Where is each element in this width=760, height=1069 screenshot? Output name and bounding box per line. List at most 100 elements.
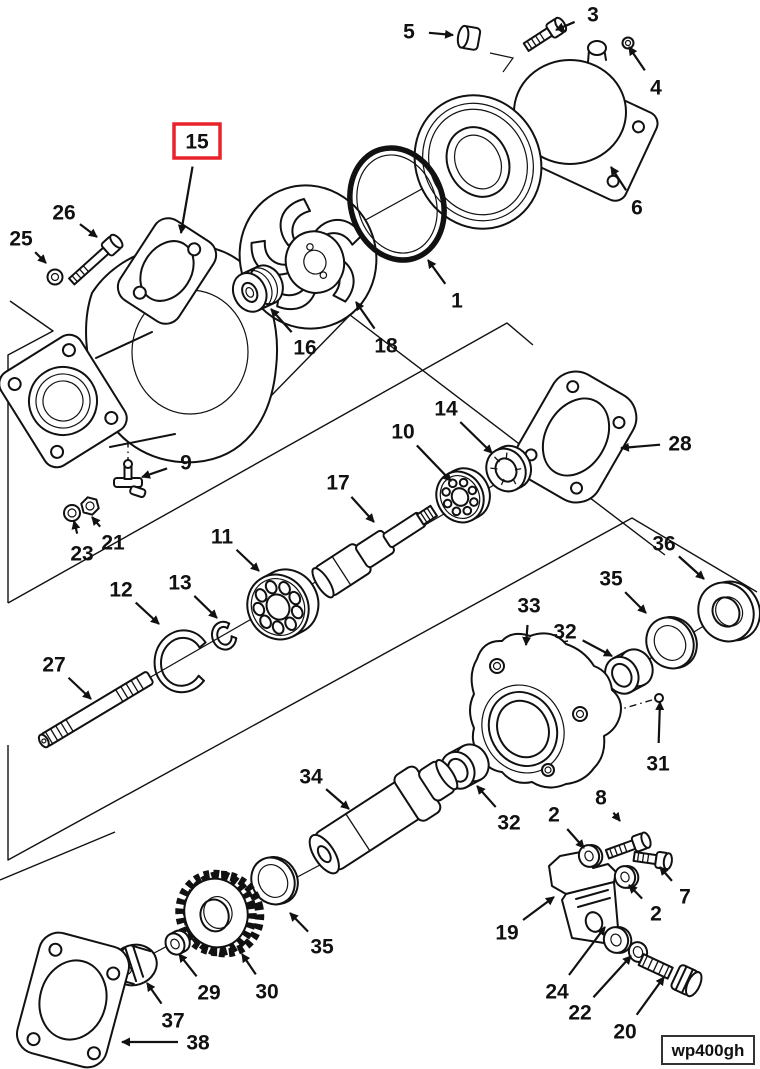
ball-dash-line: [597, 699, 653, 717]
callout-arrow-3: [555, 20, 576, 32]
callout-arrow-16: [270, 308, 293, 333]
callout-arrow-34: [325, 788, 350, 810]
callout-label-7: 7: [679, 886, 691, 909]
callout-label-28: 28: [668, 433, 692, 456]
part-3-bolt: [522, 16, 568, 52]
part-5-plug: [456, 24, 482, 51]
part-30-gear: [175, 869, 265, 958]
part-8-bolt: [604, 831, 652, 860]
callout-arrow-13: [193, 595, 218, 619]
figure-code: wp400gh: [661, 1035, 755, 1065]
centerlines: [44, 52, 736, 1004]
part-24-washer: [602, 926, 633, 954]
callout-arrow-32b: [476, 785, 497, 808]
callout-label-8: 8: [595, 787, 607, 810]
highlight-box-15: [172, 122, 222, 160]
callout-label-10: 10: [391, 421, 414, 444]
callout-label-18: 18: [374, 335, 398, 358]
callout-arrow-25: [34, 251, 47, 264]
callout-arrow-37: [146, 982, 163, 1005]
part-12-snap-ring: [153, 629, 207, 694]
callout-arrow-8: [611, 811, 621, 822]
callout-label-38: 38: [186, 1032, 210, 1055]
callout-arrow-36: [678, 555, 705, 580]
callout-label-20: 20: [613, 1021, 636, 1044]
part-10-bearing: [435, 467, 491, 524]
callout-label-33: 33: [517, 595, 540, 618]
callout-arrow-4: [628, 46, 646, 72]
callout-label-16: 16: [293, 337, 316, 360]
callout-arrow-20: [635, 976, 665, 1016]
callout-label-37: 37: [161, 1010, 184, 1033]
callout-label-22: 22: [568, 1002, 591, 1025]
part-27-shaft: [37, 671, 154, 749]
callout-arrow-7: [659, 866, 673, 882]
part-2-washer-lower: [613, 865, 640, 889]
callout-label-19: 19: [495, 922, 518, 945]
callout-arrow-12: [134, 601, 160, 625]
part-9-fitting: [113, 459, 147, 499]
part-14-seal: [485, 444, 532, 493]
part-6-outlet-elbow: [413, 40, 659, 230]
callout-arrow-10: [416, 444, 452, 482]
callout-arrow-33: [522, 624, 532, 646]
callout-label-34: 34: [299, 766, 323, 789]
callout-arrow-17: [350, 496, 375, 523]
callout-label-31: 31: [646, 753, 670, 776]
part-26-bolt: [68, 233, 124, 286]
callout-label-26: 26: [52, 202, 75, 225]
callout-arrow-29: [178, 953, 198, 977]
callout-arrow-19: [522, 896, 555, 921]
callout-arrow-23: [71, 520, 81, 534]
callout-arrow-21: [91, 516, 101, 528]
outlet-hub: [413, 94, 543, 230]
callout-arrow-31: [655, 701, 665, 744]
callout-label-13: 13: [168, 572, 191, 595]
part-34-shaft: [308, 758, 459, 875]
callout-label-32b: 32: [497, 812, 520, 835]
callout-label-3: 3: [587, 4, 599, 27]
part-31-ball: [654, 693, 664, 703]
callout-arrow-2b: [628, 884, 643, 900]
part-16-seal: [231, 264, 284, 313]
callout-arrow-11: [235, 548, 260, 572]
part-21-nut: [80, 496, 100, 516]
callout-arrow-14: [459, 421, 493, 454]
part-15-gasket: [116, 217, 218, 325]
callout-label-27: 27: [42, 654, 65, 677]
callout-arrow-35a: [624, 591, 647, 614]
part-4-nut: [621, 36, 635, 50]
callout-label-2a: 2: [548, 804, 560, 827]
callout-label-6: 6: [631, 197, 643, 220]
plug-leader-line: [489, 52, 515, 73]
callout-label-15: 15: [185, 131, 209, 154]
callout-label-32a: 32: [553, 621, 576, 644]
callout-label-14: 14: [434, 398, 458, 421]
part-35-ring-lower: [250, 856, 299, 906]
part-28-gasket: [514, 370, 638, 504]
part-11-bearing: [246, 568, 320, 641]
callout-label-23: 23: [70, 543, 93, 566]
part-36-washer: [697, 580, 760, 643]
figure-code-box: [661, 1035, 755, 1065]
part-35-ring-upper: [645, 616, 698, 670]
callout-arrow-18: [355, 301, 376, 330]
callout-arrow-22: [592, 955, 632, 998]
callout-label-2b: 2: [650, 903, 662, 926]
callout-arrow-35b: [289, 912, 309, 933]
part-17-shaft: [311, 504, 438, 599]
inlet-flange: [0, 333, 128, 469]
part-33-housing: [469, 632, 622, 789]
callout-arrow-9: [141, 467, 168, 479]
callout-label-4: 4: [650, 77, 662, 100]
callout-label-1: 1: [451, 290, 463, 313]
part-23-washer: [63, 504, 81, 522]
callout-label-24: 24: [545, 981, 569, 1004]
callout-arrow-32a: [582, 639, 613, 657]
part-7-bolt: [632, 851, 673, 871]
callout-arrow-24: [568, 926, 606, 976]
callout-arrow-26: [79, 223, 98, 238]
callout-label-36: 36: [652, 533, 675, 556]
